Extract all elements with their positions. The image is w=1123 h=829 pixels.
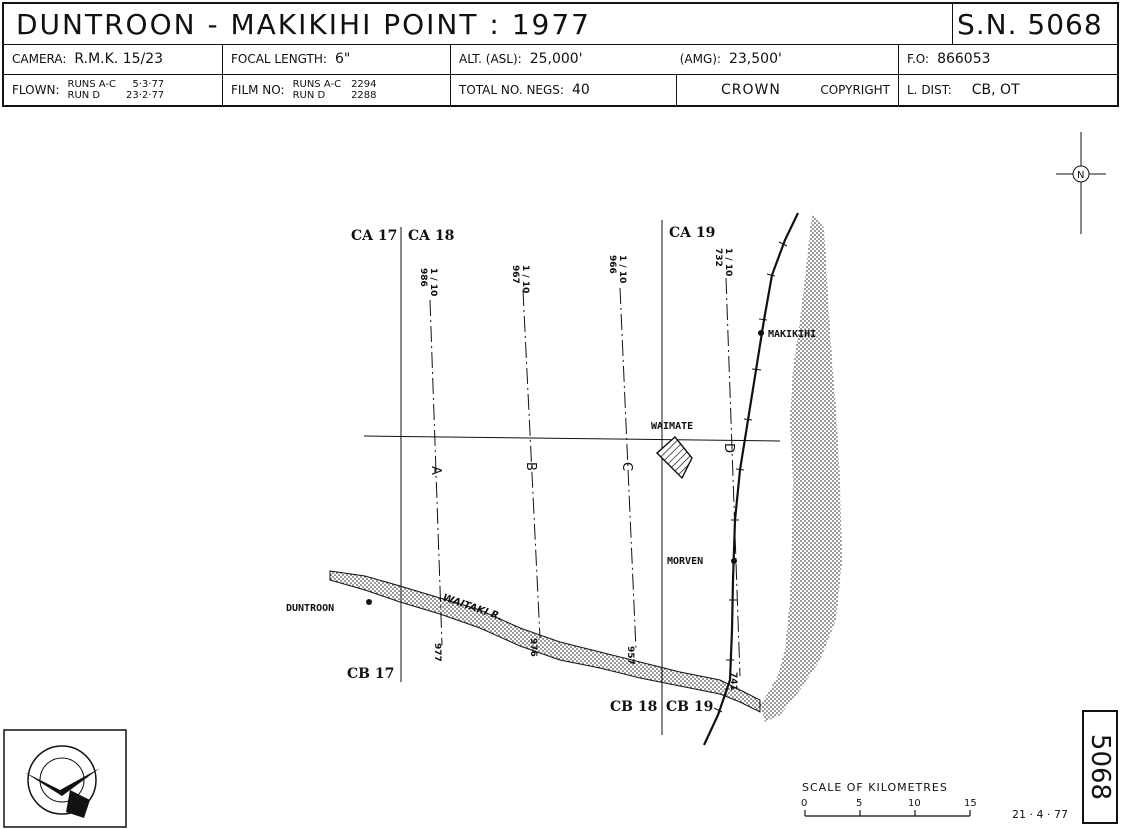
- grid-label-ca18: CA 18: [408, 228, 454, 244]
- railway-ticks: [713, 241, 788, 713]
- negs-cell: TOTAL NO. NEGS: 40: [451, 74, 677, 105]
- run-c-start-mark: 1 / 10: [617, 255, 627, 283]
- sea-area: [760, 213, 842, 722]
- title-row: DUNTROON - MAKIKIHI POINT : 1977 S.N. 50…: [4, 4, 1117, 45]
- flown-run-d: RUN D: [67, 89, 101, 101]
- run-a-end-frame: 977: [432, 643, 442, 662]
- run-a-start-frame: 986: [418, 268, 428, 287]
- grid-label-ca17: CA 17: [351, 228, 397, 244]
- info-row-2: FLOWN: RUNS A-C RUN D 5·3·77 23·2·77 FIL…: [4, 74, 1117, 105]
- waimate-town-area: [655, 435, 693, 480]
- flown-cell: FLOWN: RUNS A-C RUN D 5·3·77 23·2·77: [4, 74, 223, 105]
- grid-label-cb19: CB 19: [666, 699, 713, 715]
- nz-aerial-mapping-logo: [3, 729, 127, 828]
- focal-length-cell: FOCAL LENGTH: 6": [223, 44, 451, 74]
- duntroon-dot: [366, 599, 372, 605]
- ldist-label: L. DIST:: [907, 82, 952, 97]
- run-a-start-mark: 1 / 10: [428, 268, 438, 296]
- crown-copyright-cell: CROWN COPYRIGHT: [677, 74, 899, 105]
- camera-label: CAMERA:: [12, 52, 67, 66]
- sortie-number: S.N. 5068: [957, 7, 1103, 41]
- film-runs-ac: RUNS A-C: [292, 78, 342, 90]
- flown-dates: 5·3·77 23·2·77: [126, 79, 164, 101]
- ldist-cell: L. DIST: CB, OT: [899, 74, 1117, 105]
- focal-length-value: 6": [334, 51, 351, 67]
- map-title: DUNTROON - MAKIKIHI POINT : 1977: [4, 4, 953, 44]
- run-c-start-frame: 966: [607, 255, 617, 274]
- crown-label: CROWN: [721, 81, 781, 98]
- altitude-cell: ALT. (ASL): 25,000' (AMG): 23,500': [451, 44, 899, 74]
- side-number: 5068: [1085, 733, 1115, 801]
- alt-amg-label: (AMG):: [679, 52, 721, 66]
- grid-label-cb18: CB 18: [610, 699, 657, 715]
- north-arrow: [1056, 132, 1106, 234]
- scale-tick-10: 10: [908, 798, 921, 809]
- copyright-label: COPYRIGHT: [820, 82, 890, 97]
- film-runs: RUNS A-C RUN D: [293, 79, 342, 101]
- run-letter-d: D: [721, 443, 736, 453]
- alt-asl-value: 25,000': [529, 51, 583, 67]
- waitaki-river: [329, 570, 761, 713]
- scale-tick-0: 0: [801, 798, 807, 809]
- negs-value: 40: [571, 81, 590, 98]
- grid-lines: [363, 220, 781, 735]
- camera-value: R.M.K. 15/23: [74, 51, 164, 67]
- flown-label: FLOWN:: [12, 82, 60, 97]
- camera-cell: CAMERA: R.M.K. 15/23: [4, 44, 223, 74]
- alt-amg-value: 23,500': [728, 51, 782, 67]
- flown-runs: RUNS A-C RUN D: [68, 79, 117, 101]
- side-number-box: 5068: [1082, 710, 1118, 824]
- film-numbers: 2294 2288: [351, 79, 376, 101]
- run-letter-b: B: [523, 462, 538, 471]
- fo-value: 866053: [937, 51, 991, 67]
- fo-cell: F.O: 866053: [899, 44, 1117, 74]
- alt-asl-label: ALT. (ASL):: [459, 52, 522, 66]
- run-c-end-frame: 957: [625, 646, 635, 665]
- grid-label-ca19: CA 19: [669, 225, 715, 241]
- scale-tick-15: 15: [964, 798, 977, 809]
- run-letter-c: C: [619, 462, 634, 471]
- flight-runs: [429, 277, 741, 677]
- flown-date-d: 23·2·77: [126, 89, 165, 101]
- place-label-morven: MORVEN: [667, 556, 703, 567]
- film-no-ac: 2294: [351, 78, 377, 90]
- place-label-waimate: WAIMATE: [651, 421, 693, 432]
- info-row-1: CAMERA: R.M.K. 15/23 FOCAL LENGTH: 6" AL…: [4, 44, 1117, 75]
- map-date: 21 · 4 · 77: [1012, 808, 1068, 821]
- run-b-start-frame: 967: [510, 265, 520, 284]
- makikihi-dot: [758, 330, 764, 336]
- place-label-duntroon: DUNTROON: [286, 603, 334, 614]
- film-cell: FILM NO: RUNS A-C RUN D 2294 2288: [223, 74, 451, 105]
- negs-label: TOTAL NO. NEGS:: [459, 82, 564, 97]
- grid-label-cb17: CB 17: [347, 666, 394, 682]
- morven-dot: [731, 558, 737, 564]
- place-label-makikihi: MAKIKIHI: [768, 329, 816, 340]
- film-label: FILM NO:: [231, 82, 285, 97]
- title-block: DUNTROON - MAKIKIHI POINT : 1977 S.N. 50…: [2, 2, 1119, 107]
- fo-label: F.O:: [907, 52, 930, 66]
- film-no-d: 2288: [351, 89, 377, 101]
- run-d-start-frame: 732: [713, 248, 723, 267]
- focal-length-label: FOCAL LENGTH:: [231, 52, 327, 66]
- run-letter-a: A: [428, 466, 443, 475]
- scale-bar: [804, 810, 971, 817]
- run-b-start-mark: 1 / 10: [520, 265, 530, 293]
- north-label: N: [1077, 170, 1084, 181]
- run-d-end-frame: 741: [728, 672, 738, 691]
- flown-date-ac: 5·3·77: [132, 78, 165, 90]
- flown-runs-ac: RUNS A-C: [67, 78, 117, 90]
- ldist-value: CB, OT: [971, 81, 1020, 98]
- run-b-end-frame: 976: [528, 638, 538, 657]
- scale-title: SCALE OF KILOMETRES: [802, 781, 948, 794]
- film-run-d: RUN D: [292, 89, 326, 101]
- scale-tick-5: 5: [856, 798, 862, 809]
- run-d-start-mark: 1 / 10: [723, 248, 733, 276]
